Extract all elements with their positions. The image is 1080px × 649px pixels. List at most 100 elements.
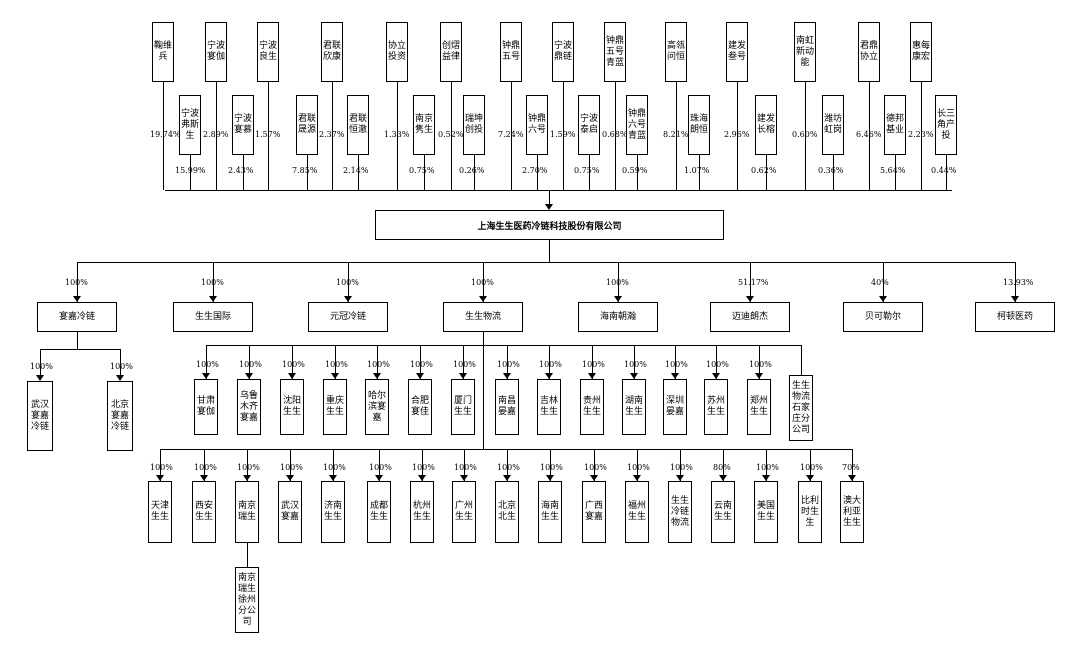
wuliu-row2-connector bbox=[766, 449, 767, 481]
entity-name: 钟鼎五号青蓝 bbox=[606, 35, 625, 68]
arrow-down-icon bbox=[1011, 296, 1019, 302]
wuliu-row2-bus bbox=[160, 449, 852, 450]
entity-name: 鞠维兵 bbox=[154, 41, 173, 62]
child-percentage: 100% bbox=[367, 360, 390, 369]
wuliu-row2-connector bbox=[852, 449, 853, 481]
shareholder-percentage: 0.36% bbox=[818, 166, 844, 175]
shareholder-percentage: 2.89% bbox=[203, 130, 229, 139]
arrow-down-icon bbox=[762, 475, 770, 481]
shareholder-percentage: 1.57% bbox=[255, 130, 281, 139]
arrow-down-icon bbox=[344, 296, 352, 302]
entity-name: 宁波宴慕 bbox=[234, 114, 253, 135]
subsidiary-connector bbox=[618, 262, 619, 302]
subsidiary-box: 柯顿医药 bbox=[975, 302, 1055, 332]
wuliu-row1-connector bbox=[716, 345, 717, 379]
subsidiary-percentage: 51.17% bbox=[738, 278, 769, 287]
shareholder-percentage: 0.26% bbox=[459, 166, 485, 175]
entity-name: 武汉宴嘉 bbox=[280, 501, 299, 522]
shareholder-percentage: 2.96% bbox=[724, 130, 750, 139]
shareholder-bus-line bbox=[165, 190, 952, 191]
arrow-down-icon bbox=[479, 296, 487, 302]
company-name: 上海生生医药冷链科技股份有限公司 bbox=[477, 221, 622, 232]
yanjia-connector bbox=[77, 332, 78, 350]
entity-name: 湖南生生 bbox=[624, 396, 643, 417]
shareholder-percentage: 7.85% bbox=[292, 166, 318, 175]
wuliu-row1-connector bbox=[675, 345, 676, 379]
shareholder-percentage: 6.46% bbox=[856, 130, 882, 139]
subsidiary-box: 生生物流 bbox=[443, 302, 523, 332]
wuliu-row2-box: 杭州生生 bbox=[410, 481, 434, 543]
entity-name: 广西宴嘉 bbox=[584, 501, 603, 522]
subsidiary-connector bbox=[483, 262, 484, 302]
wuliu-row1-box: 甘肃宴伽 bbox=[194, 379, 218, 435]
subsidiary-connector bbox=[883, 262, 884, 302]
shareholder-connector bbox=[946, 155, 947, 190]
child-percentage: 100% bbox=[540, 463, 563, 472]
shareholder-connector bbox=[307, 155, 308, 190]
arrow-down-icon bbox=[460, 475, 468, 481]
entity-name: 甘肃宴伽 bbox=[196, 396, 215, 417]
arrow-down-icon bbox=[156, 475, 164, 481]
entity-name: 惠每康宏 bbox=[912, 41, 931, 62]
child-percentage: 100% bbox=[453, 360, 476, 369]
wuliu-row1-connector bbox=[634, 345, 635, 379]
wuliu-row2-box: 济南生生 bbox=[321, 481, 345, 543]
subsidiary-box: 海南朝瀚 bbox=[578, 302, 658, 332]
subsidiary-percentage: 100% bbox=[471, 278, 494, 287]
entity-name: 君联恒澈 bbox=[349, 114, 368, 135]
shareholder-connector bbox=[766, 155, 767, 190]
wuliu-row1-connector bbox=[420, 345, 421, 379]
subsidiary-box: 贝可勒尔 bbox=[843, 302, 923, 332]
entity-name: 哈尔滨宴嘉 bbox=[367, 390, 386, 423]
wuliu-row2-box: 广州生生 bbox=[452, 481, 476, 543]
arrow-down-icon bbox=[671, 373, 679, 379]
entity-name: 宁波泰启 bbox=[580, 114, 599, 135]
shareholder-percentage: 0.75% bbox=[574, 166, 600, 175]
child-percentage: 100% bbox=[497, 360, 520, 369]
entity-name: 比利时生生 bbox=[800, 495, 819, 528]
shareholder-box: 潍坊虹岗 bbox=[822, 95, 844, 155]
wuliu-row1-box: 厦门生生 bbox=[451, 379, 475, 435]
wuliu-row2-box: 澳大利亚生生 bbox=[840, 481, 864, 543]
wuliu-row2-box: 云南生生 bbox=[711, 481, 735, 543]
yanjia-bus-line bbox=[40, 349, 121, 350]
subsidiary-bus-line bbox=[77, 262, 1015, 263]
entity-name: 南昌晏嘉 bbox=[497, 396, 516, 417]
entity-name: 宁波良生 bbox=[259, 41, 278, 62]
shareholder-box: 鞠维兵 bbox=[152, 22, 174, 82]
entity-name: 君联欣康 bbox=[323, 41, 342, 62]
entity-name: 宁波宴伽 bbox=[207, 41, 226, 62]
arrow-down-icon bbox=[243, 475, 251, 481]
wuliu-row2-box: 比利时生生 bbox=[798, 481, 822, 543]
wuliu-row1-box: 苏州生生 bbox=[704, 379, 728, 435]
wuliu-row2-box: 成都生生 bbox=[367, 481, 391, 543]
entity-name: 云南生生 bbox=[713, 501, 732, 522]
shareholder-percentage: 2.70% bbox=[522, 166, 548, 175]
child-percentage: 100% bbox=[624, 360, 647, 369]
entity-name: 南京瑞生徐州分公司 bbox=[237, 572, 256, 627]
entity-name: 宁波弗斯生 bbox=[181, 108, 200, 141]
shareholder-box: 君联欣康 bbox=[321, 22, 343, 82]
entity-name: 生生国际 bbox=[194, 311, 231, 322]
wuliu-row1-box: 贵州生生 bbox=[580, 379, 604, 435]
shareholder-connector bbox=[805, 82, 806, 190]
shareholder-percentage: 8.21% bbox=[663, 130, 689, 139]
entity-name: 重庆生生 bbox=[325, 396, 344, 417]
shareholder-percentage: 0.62% bbox=[751, 166, 777, 175]
shareholder-percentage: 5.64% bbox=[880, 166, 906, 175]
wuliu-row2-connector bbox=[723, 449, 724, 481]
child-percentage: 100% bbox=[497, 463, 520, 472]
wuliu-row1-connector bbox=[463, 345, 464, 379]
arrow-down-icon bbox=[588, 373, 596, 379]
entity-name: 南京隽生 bbox=[415, 114, 434, 135]
shareholder-box: 宁波宴伽 bbox=[205, 22, 227, 82]
nanjing-branch-box: 南京瑞生徐州分公司 bbox=[235, 567, 259, 633]
child-percentage: 80% bbox=[713, 463, 731, 472]
shareholder-box: 德邦基业 bbox=[884, 95, 906, 155]
child-percentage: 100% bbox=[237, 463, 260, 472]
shareholder-box: 南虹新动能 bbox=[794, 22, 816, 82]
shareholder-connector bbox=[637, 155, 638, 190]
arrow-down-icon bbox=[36, 375, 44, 381]
child-percentage: 100% bbox=[706, 360, 729, 369]
shareholder-percentage: 19.74% bbox=[150, 130, 181, 139]
